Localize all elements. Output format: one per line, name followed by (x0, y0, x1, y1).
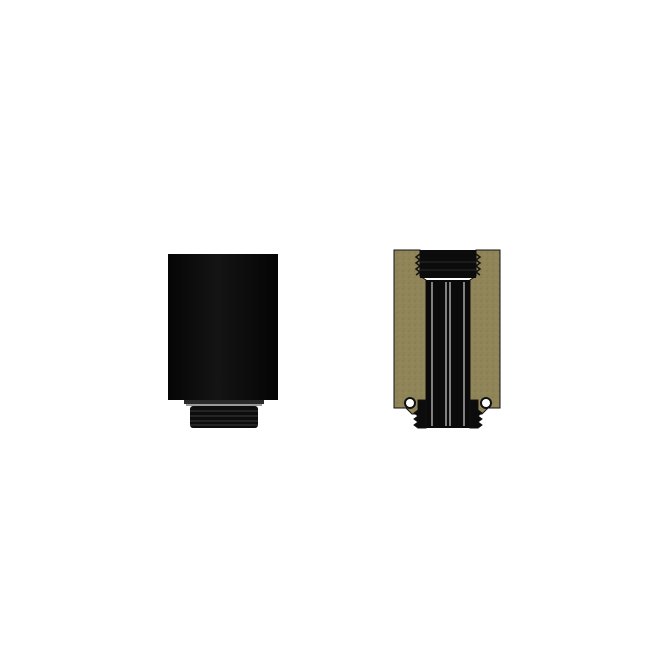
section-o-ring-right (480, 397, 492, 409)
section-top-thread (414, 250, 482, 278)
section-central-bore (426, 280, 470, 428)
exterior-collar (184, 400, 264, 406)
section-bottom-thread (413, 399, 483, 429)
section-o-ring-left (404, 397, 416, 409)
exterior-body (168, 254, 278, 400)
exterior-thread (190, 406, 258, 428)
